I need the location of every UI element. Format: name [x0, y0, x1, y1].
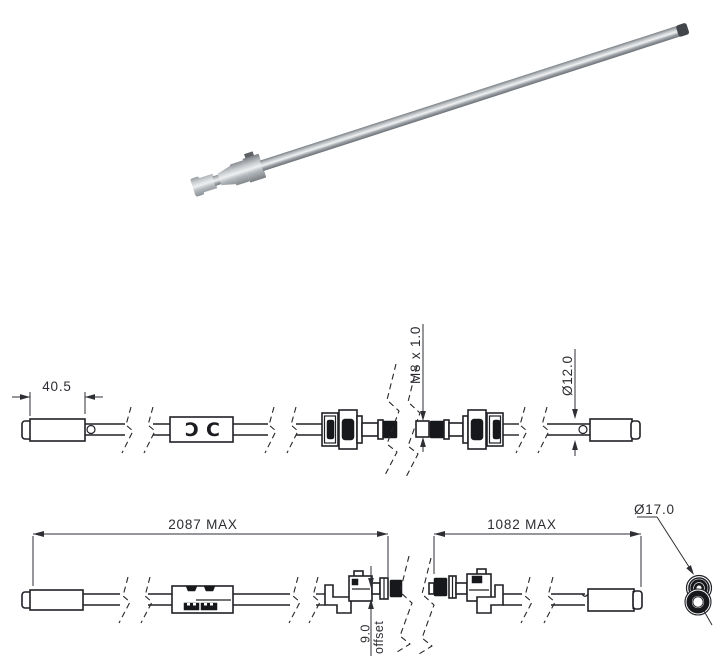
plan-view: 2087 MAX 1082 MAX [21, 502, 713, 656]
side-rod [85, 423, 590, 436]
plan-break-symbols [118, 576, 556, 624]
side-locknut-left [382, 420, 398, 439]
side-break-zone [383, 363, 421, 480]
dim-extension-label: 1082 MAX [487, 517, 557, 532]
id-mark-left: Ɔ [185, 419, 199, 441]
dim-rod-diameter: Ø12.0 [560, 349, 578, 456]
side-right-cap [589, 418, 633, 442]
side-locknut-right [429, 420, 445, 439]
side-right-hole [578, 424, 588, 435]
side-stud-tip [415, 420, 430, 438]
side-adjuster-right [429, 409, 504, 450]
side-left-hole [86, 424, 96, 435]
dim-end-length: 40.5 [12, 379, 103, 416]
iso-end-hex-cap [190, 176, 204, 197]
dim-end-length-label: 40.5 [42, 379, 72, 394]
id-mark-right: C [206, 419, 220, 441]
dim-offset-value: 9.0 [359, 624, 373, 643]
iso-collar [229, 160, 250, 186]
end-view: Ø17.0 [634, 502, 713, 626]
iso-end-hex-body [198, 173, 218, 193]
iso-neck [212, 174, 222, 186]
dim-overall-label: 2087 MAX [168, 517, 238, 532]
dim-rod-diameter-label: Ø12.0 [560, 355, 575, 396]
side-view: 40.5 Ɔ C [12, 324, 641, 480]
plan-locknut-left [389, 579, 403, 598]
plan-right-cap [587, 588, 635, 612]
dim-end-diameter: Ø17.0 [634, 502, 713, 626]
plan-break-zone [396, 555, 435, 655]
plan-locknut-right [433, 577, 448, 597]
plan-rod [83, 593, 585, 606]
plan-label-block [171, 585, 234, 614]
end-view-lower-rings [684, 588, 712, 616]
side-left-cap [29, 418, 86, 442]
iso-cone [217, 166, 236, 186]
dim-extension: 1082 MAX [433, 517, 642, 587]
dim-overall: 2087 MAX [32, 517, 389, 586]
iso-rod-shaft [259, 25, 682, 172]
plan-adjuster-right [428, 568, 504, 614]
side-adjuster-left [321, 409, 398, 450]
plan-left-cap [29, 589, 84, 611]
dim-offset-word: offset [372, 621, 386, 654]
plan-right-tip [632, 590, 643, 610]
side-right-tip [630, 420, 641, 440]
plan-adjuster-left [324, 570, 403, 614]
iso-view [190, 23, 690, 197]
dim-thread: M8 x 1.0 [408, 324, 430, 452]
side-break-symbols [121, 406, 550, 454]
dim-thread-label: M8 x 1.0 [408, 326, 423, 384]
dim-offset: 9.0 offset [359, 566, 386, 656]
dim-end-diameter-label: Ø17.0 [634, 502, 675, 517]
iso-rod-tip [676, 23, 690, 37]
id-label-block: Ɔ C [169, 416, 234, 443]
